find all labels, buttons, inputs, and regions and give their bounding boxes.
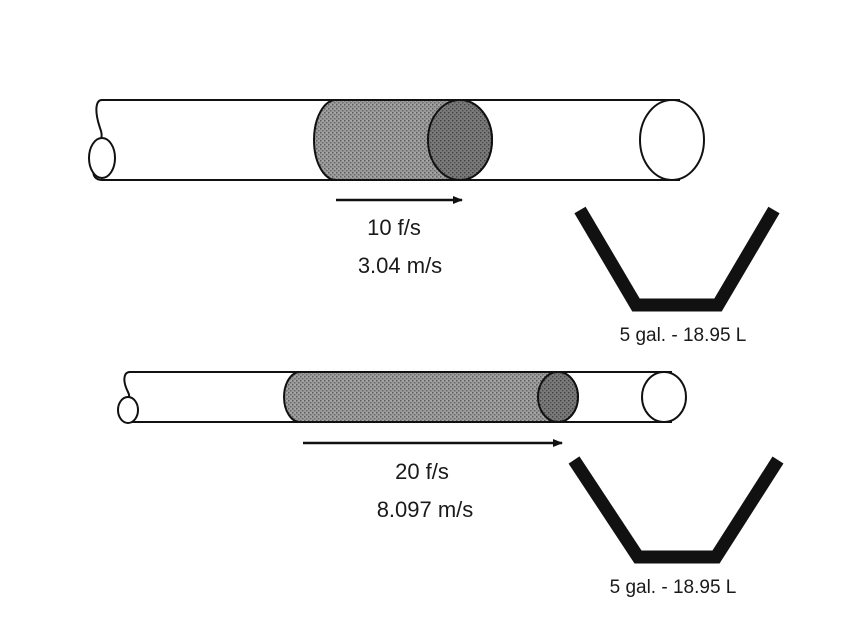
top-volume-label: 5 gal. - 18.95 L xyxy=(620,325,747,346)
top-pipe-assembly: 10 f/s 3.04 m/s 5 gal. - 18.95 L xyxy=(88,99,780,346)
pipe-icon xyxy=(88,99,705,181)
bucket-icon xyxy=(568,456,784,564)
fluid-slug-icon xyxy=(313,99,493,181)
bottom-speed-metric: 8.097 m/s xyxy=(377,497,474,522)
bottom-speed-imperial: 20 f/s xyxy=(395,459,449,484)
fluid-slug-icon xyxy=(283,371,579,423)
bottom-volume-label: 5 gal. - 18.95 L xyxy=(610,577,737,598)
bottom-pipe-assembly: 20 f/s 8.097 m/s 5 gal. - 18.95 L xyxy=(117,371,784,598)
bucket-icon xyxy=(574,206,780,312)
top-speed-metric: 3.04 m/s xyxy=(358,253,442,278)
top-speed-imperial: 10 f/s xyxy=(367,215,421,240)
